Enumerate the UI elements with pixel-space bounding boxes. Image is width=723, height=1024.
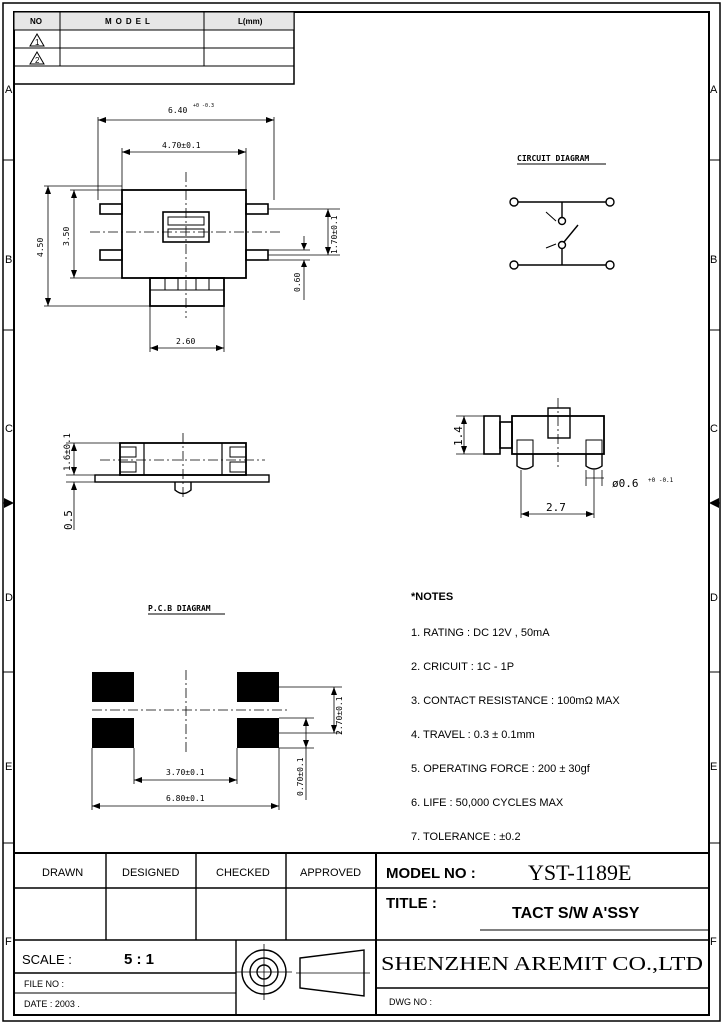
role-approved: APPROVED (300, 867, 361, 879)
note-item: 2. CRICUIT : 1C - 1P (411, 661, 514, 673)
pin-pad (245, 249, 269, 261)
inner-frame (13, 11, 710, 1016)
zone-letter-left: C (5, 423, 13, 435)
title-block: DRAWN DESIGNED CHECKED APPROVED MODEL NO… (14, 852, 709, 1015)
switch-body-outline (121, 189, 247, 279)
date-label: DATE : 2003 . (24, 999, 80, 1009)
revision-triangle-icon (29, 51, 45, 65)
note-item: 1. RATING : DC 12V , 50mA (411, 627, 550, 639)
company-name: SHENZHEN AREMIT CO.,LTD (381, 953, 703, 975)
note-item: 5. OPERATING FORCE : 200 ± 30gf (411, 763, 591, 775)
dwg-no-label: DWG NO : (389, 997, 432, 1007)
file-no-label: FILE NO : (24, 979, 64, 989)
pcb-title: P.C.B DIAGRAM (148, 604, 211, 613)
zone-letter-right: F (710, 936, 717, 948)
dim-front-actuator: 0.5 (62, 510, 75, 530)
rev-header-model: MODEL (105, 17, 154, 26)
dim-side-post-tol: +0 -0.1 (648, 477, 674, 484)
zone-letter-right: B (710, 254, 717, 266)
projection-symbol-icon (236, 944, 370, 1000)
notes: *NOTES 1. RATING : DC 12V , 50mA 2. CRIC… (411, 591, 620, 843)
role-checked: CHECKED (216, 867, 270, 879)
dim-side-height: 1.4 (452, 426, 465, 446)
rev-row-no: 2 (35, 56, 40, 65)
notes-title: *NOTES (411, 591, 453, 603)
note-item: 7. TOLERANCE : ±0.2 (411, 831, 521, 843)
note-item: 3. CONTACT RESISTANCE : 100mΩ MAX (411, 695, 620, 707)
title-label: TITLE : (386, 895, 437, 912)
circuit-diagram: CIRCUIT DIAGRAM (509, 154, 615, 270)
revision-triangle-icon (29, 33, 45, 47)
role-drawn: DRAWN (42, 867, 83, 879)
dim-width-total-tol: +0 -0.3 (193, 103, 214, 109)
pcb-diagram: P.C.B DIAGRAM 2.70±0.1 0.70±0.1 3.70±0.1… (91, 604, 344, 810)
pin-pad (99, 249, 123, 261)
role-designed: DESIGNED (122, 867, 180, 879)
zone-letter-left: F (5, 936, 12, 948)
note-item: 4. TRAVEL : 0.3 ± 0.1mm (411, 729, 535, 741)
zone-letter-right: D (710, 592, 718, 604)
scale-label: SCALE : (22, 952, 72, 967)
side-actuator (483, 415, 501, 455)
zone-letter-right: A (710, 84, 718, 96)
rev-row-no: 1 (35, 38, 40, 47)
zone-letter-left: B (5, 254, 12, 266)
revision-table: NO MODEL L(mm) 1 2 (13, 11, 295, 85)
dim-pcb-inner: 3.70±0.1 (166, 768, 205, 777)
pin-pad (99, 203, 123, 215)
front-view: 1.6±0.1 0.5 (62, 433, 270, 530)
model-no-value: YST-1189E (528, 860, 632, 885)
dim-actuator-width: 2.60 (176, 337, 195, 346)
zone-ticks (3, 159, 720, 844)
scale-value: 5 : 1 (124, 951, 154, 968)
pin-pad (245, 203, 269, 215)
pcb-pad (92, 672, 134, 702)
title-value: TACT S/W A'SSY (512, 905, 640, 922)
dim-inner-width: 4.70±0.1 (162, 141, 201, 150)
dim-pcb-outer: 6.80±0.1 (166, 794, 205, 803)
rev-header-length: L(mm) (238, 17, 263, 26)
zone-letter-left: D (5, 592, 13, 604)
dim-pin-width: 0.60 (293, 273, 302, 292)
circuit-title: CIRCUIT DIAGRAM (517, 154, 589, 163)
dim-side-post: ø0.6 (612, 477, 639, 490)
dim-front-height: 1.6±0.1 (63, 433, 73, 471)
dim-pcb-pad: 0.70±0.1 (296, 757, 305, 796)
zone-letter-right: C (710, 423, 718, 435)
note-item: 6. LIFE : 50,000 CYCLES MAX (411, 797, 564, 809)
dim-side-span: 2.7 (546, 501, 566, 514)
zone-letter-left: E (5, 761, 12, 773)
pcb-pad (92, 718, 134, 748)
side-view: 1.4 2.7 ø0.6 +0 -0.1 (452, 398, 674, 518)
pcb-pad (237, 718, 279, 748)
pcb-pad (237, 672, 279, 702)
top-view: 6.40 +0 -0.3 4.70±0.1 4.50 3.50 1.70±0.1… (36, 103, 340, 352)
dim-body-height: 3.50 (62, 227, 71, 246)
dim-width-total: 6.40 (168, 106, 187, 115)
dim-height-total: 4.50 (36, 238, 45, 257)
dim-pin-pitch: 1.70±0.1 (330, 215, 339, 254)
zone-letter-right: E (710, 761, 717, 773)
actuator-tab (149, 277, 225, 307)
zone-letter-left: A (5, 84, 13, 96)
dim-pcb-pitch: 2.70±0.1 (335, 696, 344, 735)
model-no-label: MODEL NO : (386, 865, 476, 882)
rev-header-no: NO (30, 17, 42, 26)
